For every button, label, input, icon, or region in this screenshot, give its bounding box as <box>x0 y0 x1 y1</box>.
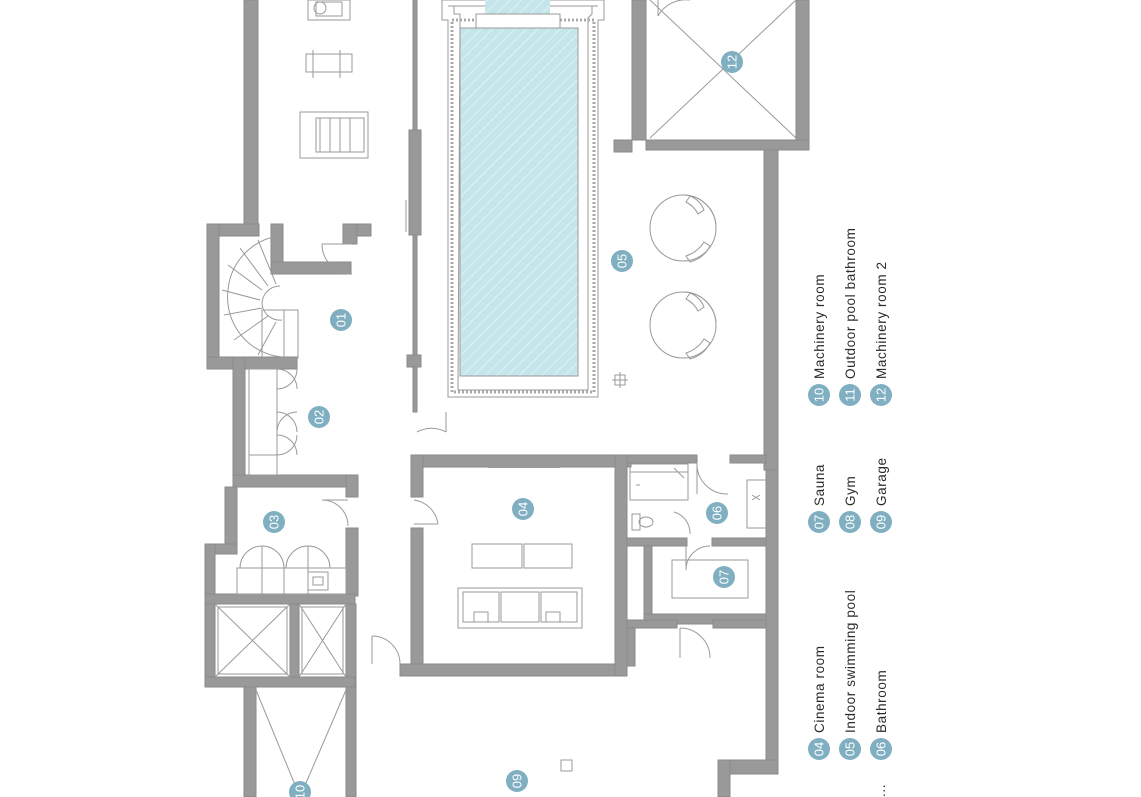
room-marker-label: 09 <box>510 774 525 788</box>
room-marker-12: 12 <box>721 51 743 73</box>
swimming-pool <box>441 0 605 398</box>
legend-label: Bathroom <box>874 670 889 733</box>
room-marker-02: 02 <box>308 406 330 428</box>
room-marker-07: 07 <box>713 566 735 588</box>
legend-number: 08 <box>843 515 858 529</box>
room-marker-05: 05 <box>611 250 633 272</box>
legend-number: 07 <box>812 515 827 529</box>
legend-label: Outdoor pool bathroom <box>843 228 858 379</box>
legend-item: 10 Machinery room <box>808 274 830 406</box>
room-marker-label: 12 <box>725 55 740 69</box>
room-marker-06: 06 <box>706 502 728 524</box>
legend-item: 08 Gym <box>839 476 861 533</box>
room-marker-label: 07 <box>717 570 732 584</box>
room-marker-03: 03 <box>263 511 285 533</box>
details <box>214 0 797 797</box>
legend-label: Cinema room <box>812 645 827 733</box>
legend-item: 05 Indoor swimming pool <box>839 590 861 760</box>
legend-number: 11 <box>843 388 858 402</box>
legend-item: 11 Outdoor pool bathroom <box>839 228 861 406</box>
room-marker-01: 01 <box>330 309 352 331</box>
room-marker-label: 03 <box>267 515 282 529</box>
legend-number: 10 <box>812 388 827 402</box>
room-marker-10: 10 <box>289 781 311 797</box>
legend-number: 12 <box>874 388 889 402</box>
room-markers: 01 02 03 04 05 06 07 09 <box>263 51 743 797</box>
legend-cutoff-fragment: ... <box>873 784 888 797</box>
legend-number: 05 <box>843 742 858 756</box>
legend-label: Machinery room 2 <box>874 261 889 379</box>
legend-item: 06 Bathroom <box>870 670 892 760</box>
legend-label: Machinery room <box>812 274 827 379</box>
legend-item: 04 Cinema room <box>808 645 830 760</box>
legend-item: 12 Machinery room 2 <box>870 261 892 406</box>
legend: 04 Cinema room 07 Sauna 10 Machinery roo… <box>808 228 892 797</box>
legend-number: 09 <box>874 515 889 529</box>
legend-item: 09 Garage <box>870 457 892 533</box>
room-marker-09: 09 <box>506 770 528 792</box>
room-marker-label: 04 <box>516 502 531 516</box>
legend-label: Garage <box>874 457 889 506</box>
legend-label: Sauna <box>812 464 827 506</box>
room-marker-04: 04 <box>512 498 534 520</box>
legend-number: 06 <box>874 742 889 756</box>
room-marker-label: 01 <box>334 313 349 327</box>
room-marker-label: 06 <box>710 506 725 520</box>
legend-item: 07 Sauna <box>808 464 830 533</box>
room-marker-label: 10 <box>293 785 308 797</box>
legend-label: Indoor swimming pool <box>843 590 858 733</box>
room-marker-label: 05 <box>615 254 630 268</box>
legend-label: Gym <box>843 476 858 506</box>
walls <box>204 0 810 797</box>
legend-number: 04 <box>812 742 827 756</box>
room-marker-label: 02 <box>312 410 327 424</box>
